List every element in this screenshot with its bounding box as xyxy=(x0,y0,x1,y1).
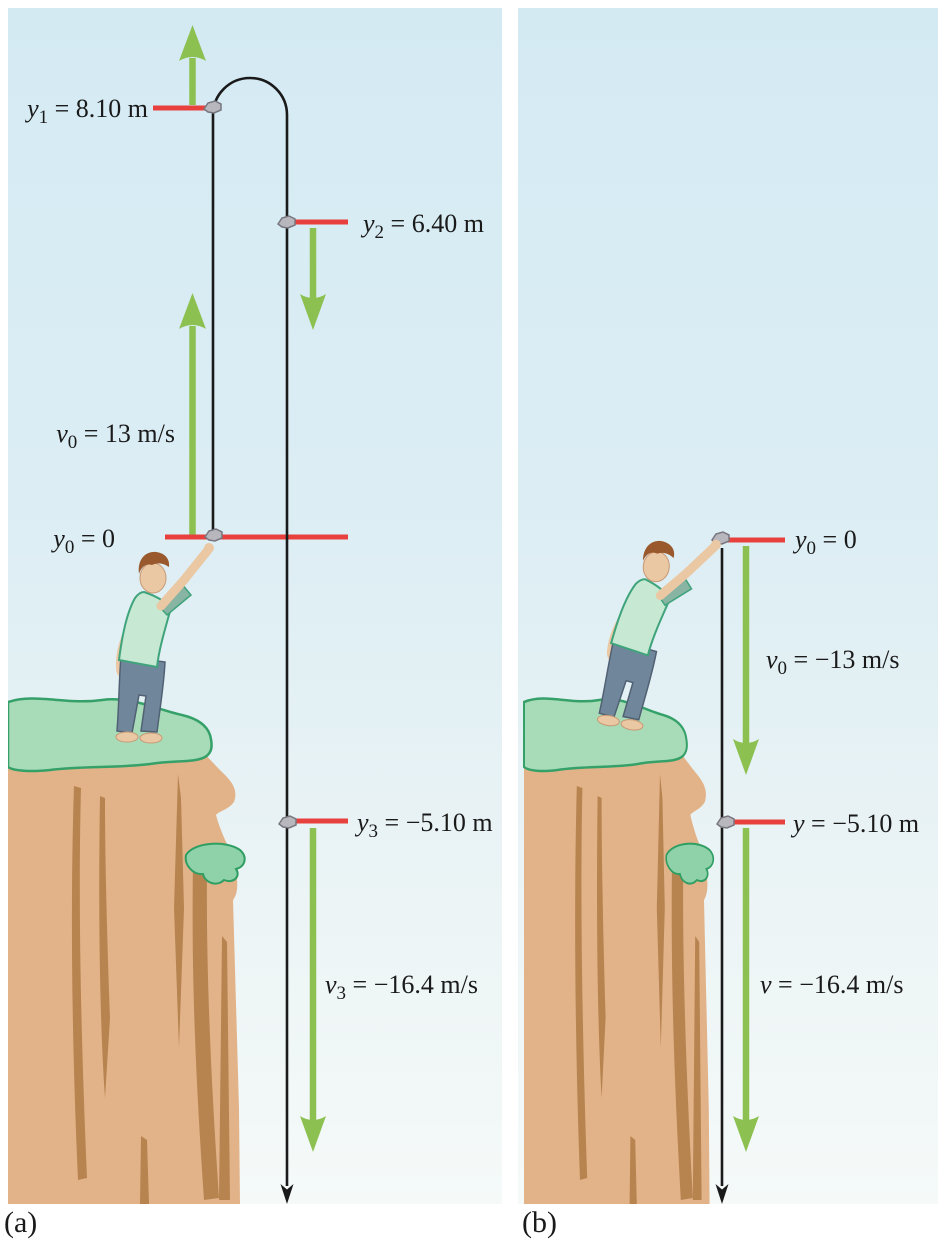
label-y: y = −5.10 m xyxy=(790,809,919,838)
person-foot-right xyxy=(139,732,163,744)
rock-at-y1 xyxy=(202,100,222,114)
rock-at-y xyxy=(715,815,735,829)
cliff-streaks xyxy=(71,774,230,1204)
up-arrow-initial-velocity xyxy=(179,293,206,536)
cliff xyxy=(522,697,715,1204)
label-v3: v3 = −16.4 m/s xyxy=(325,970,478,1004)
panel-b: y0 = 0 v0 = −13 m/s y = −5.10 m v = −16.… xyxy=(518,8,938,1204)
person-pants xyxy=(116,655,166,734)
rocks xyxy=(202,100,297,829)
label-y3: y3 = −5.10 m xyxy=(354,808,493,842)
panel-a-canvas: y1 = 8.10 m y2 = 6.40 m v0 = 13 m/s y0 =… xyxy=(8,25,493,1204)
rock-at-y3 xyxy=(277,815,297,829)
caption-a: (a) xyxy=(4,1206,38,1239)
person-throwing-arm xyxy=(156,545,213,611)
person-foot-left xyxy=(115,731,139,743)
panel-b-canvas: y0 = 0 v0 = −13 m/s y = −5.10 m v = −16.… xyxy=(522,8,919,1204)
grass-top xyxy=(8,697,213,773)
cliff xyxy=(8,697,246,1204)
down-arrow-at-y2 xyxy=(300,228,326,330)
person-head xyxy=(139,562,167,594)
person-hand xyxy=(204,543,214,553)
down-arrow-initial-velocity xyxy=(733,546,759,775)
label-v0: v0 = 13 m/s xyxy=(56,419,175,453)
trajectory-arrowhead xyxy=(280,1184,294,1204)
down-arrow-final-velocity xyxy=(733,828,759,1152)
person-figure xyxy=(115,543,214,744)
label-y1: y1 = 8.10 m xyxy=(24,94,148,128)
label-y0: y0 = 0 xyxy=(50,524,115,558)
label-y0: y0 = 0 xyxy=(792,525,857,559)
label-v: v = −16.4 m/s xyxy=(760,970,903,999)
person-figure xyxy=(597,527,722,739)
down-arrow-final-velocity xyxy=(300,828,326,1152)
bush xyxy=(184,842,246,885)
panel-a: y1 = 8.10 m y2 = 6.40 m v0 = 13 m/s y0 =… xyxy=(8,8,502,1204)
rock-at-y2 xyxy=(276,215,296,229)
label-y2: y2 = 6.40 m xyxy=(360,209,484,243)
trajectory-arrowhead xyxy=(715,1184,729,1204)
person-hair xyxy=(138,551,170,574)
rock-at-y0 xyxy=(203,528,223,542)
caption-b: (b) xyxy=(522,1206,557,1239)
label-v0: v0 = −13 m/s xyxy=(766,645,899,679)
up-arrow-above-y1 xyxy=(179,25,206,105)
